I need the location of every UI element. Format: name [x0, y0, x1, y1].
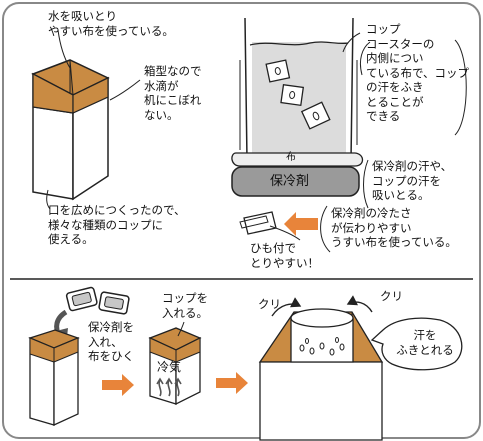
- coaster-box: [31, 59, 110, 201]
- thin-cloth-note: 保冷剤の冷たさ が伝わりやすい うすい布を使っている。: [331, 206, 457, 249]
- step-arrow-2: [216, 372, 248, 394]
- ice-cube-2: [280, 83, 305, 107]
- step2-note: コップを 入れる。: [162, 291, 208, 320]
- thin-cloth-bracket: [320, 205, 331, 253]
- ice-pack-note: 保冷剤の汗や、 コップの汗を 吸いとる。: [372, 159, 453, 202]
- coaster-pointer-line: [342, 32, 361, 53]
- cup-in-box: [290, 308, 354, 363]
- coaster-bubble: [359, 39, 467, 136]
- click-arrow-icon: [271, 297, 302, 317]
- string-tag: [239, 211, 301, 241]
- wipe-bubble: [370, 317, 463, 371]
- mouth-pointer-line: [46, 189, 51, 210]
- click-arrow-icon-right: [346, 295, 373, 313]
- ice-pack-label: 保冷剤: [270, 174, 310, 189]
- cup-illustration: [239, 17, 358, 161]
- mouth-note: 口を広めにつくったので、 様々な種類のコップに 使える。: [48, 203, 186, 246]
- ice-cube-1: [265, 59, 291, 83]
- click-label-right: クリ: [380, 289, 403, 303]
- cold-air-icon: [156, 377, 182, 397]
- step1-note: 保冷剤を 入れ、 布をひく: [88, 320, 134, 363]
- click-label-left: クリ: [258, 297, 281, 311]
- wipe-note: 汗を ふきとれる: [396, 328, 454, 357]
- cloth-pointer-line: [57, 29, 71, 69]
- cup-insert-pointer: [177, 321, 185, 337]
- step-arrow-1: [102, 374, 134, 396]
- ice-cube-3: [300, 101, 331, 130]
- box-note: 箱型なので 水滴が 机にこぼれ ない。: [144, 64, 202, 122]
- ice-packs-pair: [65, 286, 130, 315]
- coaster-cloth: [231, 152, 364, 167]
- ice-pack: [231, 166, 360, 197]
- step1-box: [28, 329, 80, 427]
- string-note: ひも付で とりやすい！: [250, 241, 319, 270]
- cloth-label: 布: [286, 152, 296, 163]
- coaster-note: コップ コースターの 内側につい ている布で、コップ の汗をふき とることが で…: [366, 22, 470, 123]
- thin-cloth-arrow: [284, 212, 318, 236]
- box-pointer-line: [109, 79, 141, 101]
- cold-air-label: 冷気: [157, 360, 182, 374]
- ice-note-bracket: [363, 159, 369, 209]
- cloth-note: 水を吸いとり やすい布を使っている。: [48, 9, 174, 38]
